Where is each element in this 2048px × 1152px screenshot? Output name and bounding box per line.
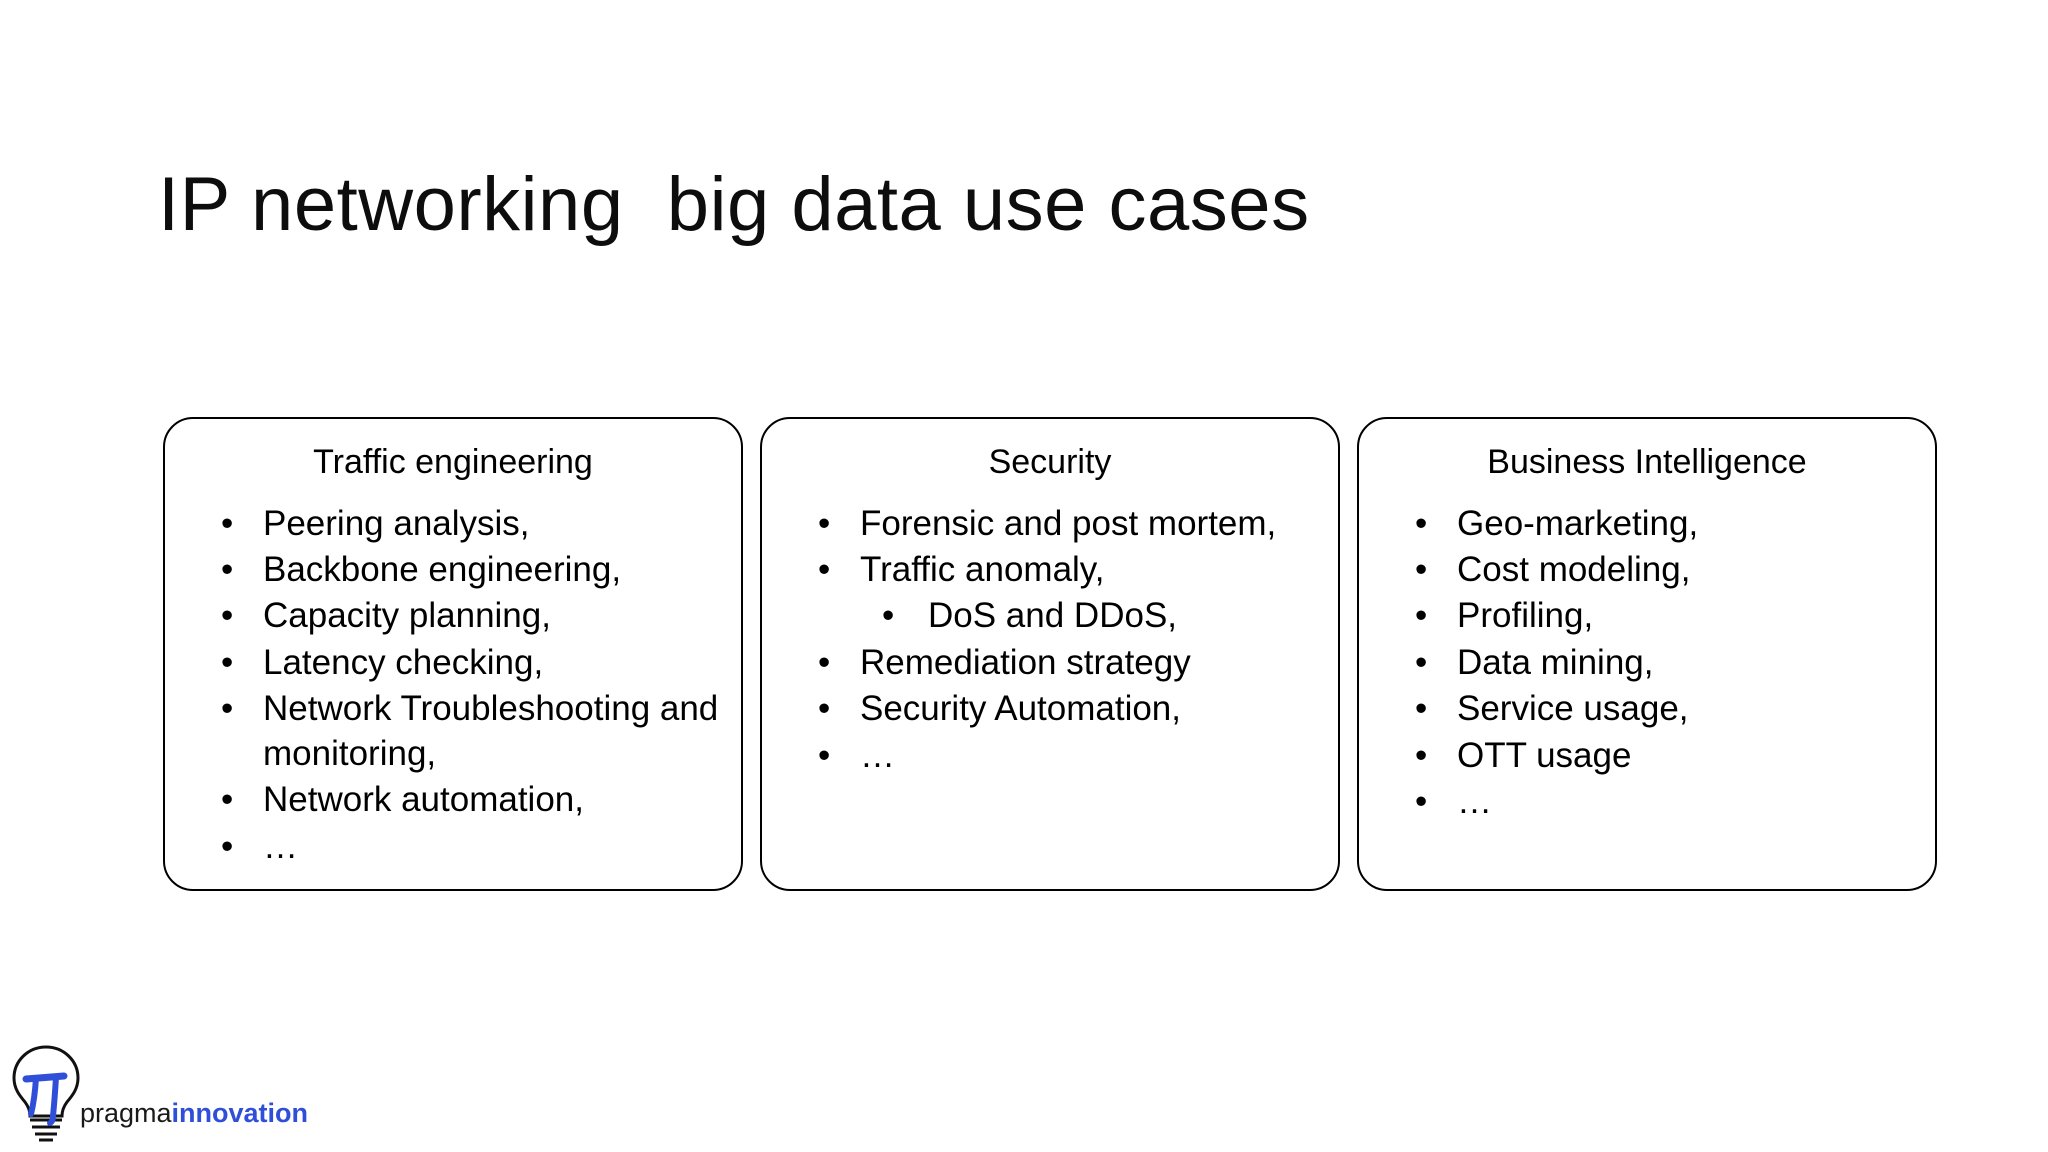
bullet-icon: • (1415, 596, 1428, 636)
list-item: • Traffic anomaly, (810, 548, 1322, 592)
list-item: • Geo-marketing, (1407, 502, 1919, 546)
bullet-list: • Forensic and post mortem, • Traffic an… (778, 502, 1322, 779)
list-item-label: DoS and DDoS, (928, 596, 1178, 636)
list-item: • Peering analysis, (213, 502, 725, 546)
logo-word-pragma: pragma (80, 1098, 172, 1128)
list-item-label: … (1457, 782, 1492, 822)
list-item: • Network Troubleshooting and monitoring… (213, 687, 725, 776)
list-item-label: Data mining, (1457, 642, 1654, 682)
list-item-label: Network Troubleshooting and monitoring, (263, 689, 719, 773)
list-item: • … (1407, 780, 1919, 824)
list-item-label: Backbone engineering, (263, 549, 622, 589)
list-item: • Backbone engineering, (213, 548, 725, 592)
use-case-box-traffic-engineering: Traffic engineering • Peering analysis, … (163, 417, 743, 891)
list-item-label: Latency checking, (263, 642, 544, 682)
list-item-label: Network automation, (263, 780, 584, 820)
bullet-icon: • (1415, 735, 1428, 775)
list-item: • Service usage, (1407, 687, 1919, 731)
list-item-label: Cost modeling, (1457, 549, 1691, 589)
bullet-icon: • (221, 503, 234, 543)
list-item: • … (213, 825, 725, 869)
bullet-icon: • (818, 642, 831, 682)
list-item: • OTT usage (1407, 734, 1919, 778)
bullet-list: • Peering analysis, • Backbone engineeri… (181, 502, 725, 870)
list-item-label: … (860, 735, 895, 775)
list-item-label: Traffic anomaly, (860, 549, 1105, 589)
list-item-label: Profiling, (1457, 596, 1594, 636)
list-item: • Cost modeling, (1407, 548, 1919, 592)
list-item-label: Geo-marketing, (1457, 503, 1699, 543)
box-heading: Security (988, 443, 1112, 481)
bullet-icon: • (1415, 549, 1428, 589)
bullet-icon: • (1415, 782, 1428, 822)
box-heading: Traffic engineering (313, 443, 593, 481)
bullet-icon: • (221, 826, 234, 866)
bullet-icon: • (221, 689, 234, 729)
use-case-box-row: Traffic engineering • Peering analysis, … (163, 417, 1937, 891)
bullet-icon: • (221, 642, 234, 682)
use-case-box-security: Security • Forensic and post mortem, • T… (760, 417, 1340, 891)
bullet-icon: • (221, 596, 234, 636)
list-item: • Remediation strategy (810, 641, 1322, 685)
page-title: IP networking big data use cases (158, 161, 1310, 247)
list-item-label: Capacity planning, (263, 596, 551, 636)
list-item: • Capacity planning, (213, 594, 725, 638)
bullet-icon: • (1415, 689, 1428, 729)
list-item: • Forensic and post mortem, (810, 502, 1322, 546)
list-item: • Latency checking, (213, 641, 725, 685)
bullet-list: • Geo-marketing, • Cost modeling, • Prof… (1375, 502, 1919, 825)
box-heading: Business Intelligence (1487, 443, 1807, 481)
list-item-label: Service usage, (1457, 689, 1689, 729)
lightbulb-pi-icon (12, 1045, 80, 1142)
list-item-sub: • DoS and DDoS, (810, 594, 1322, 638)
bullet-icon: • (818, 503, 831, 543)
logo-word-innovation: innovation (171, 1098, 309, 1128)
list-item-label: Forensic and post mortem, (860, 503, 1277, 543)
bullet-icon: • (1415, 503, 1428, 543)
bullet-icon: • (818, 735, 831, 775)
list-item-label: OTT usage (1457, 735, 1632, 775)
brand-logo: pragmainnovation (8, 1040, 308, 1144)
list-item: • Network automation, (213, 778, 725, 822)
bullet-icon: • (1415, 642, 1428, 682)
use-case-box-business-intelligence: Business Intelligence • Geo-marketing, •… (1357, 417, 1937, 891)
list-item-label: … (263, 826, 298, 866)
bullet-icon: • (221, 780, 234, 820)
list-item-label: Peering analysis, (263, 503, 530, 543)
list-item: • … (810, 734, 1322, 778)
list-item-label: Remediation strategy (860, 642, 1191, 682)
list-item: • Security Automation, (810, 687, 1322, 731)
logo-wordmark: pragmainnovation (80, 1100, 308, 1127)
list-item: • Profiling, (1407, 594, 1919, 638)
bullet-icon: • (221, 549, 234, 589)
bullet-icon: • (818, 549, 831, 589)
list-item-label: Security Automation, (860, 689, 1181, 729)
bullet-icon: • (818, 689, 831, 729)
list-item: • Data mining, (1407, 641, 1919, 685)
bullet-icon: • (882, 596, 895, 636)
